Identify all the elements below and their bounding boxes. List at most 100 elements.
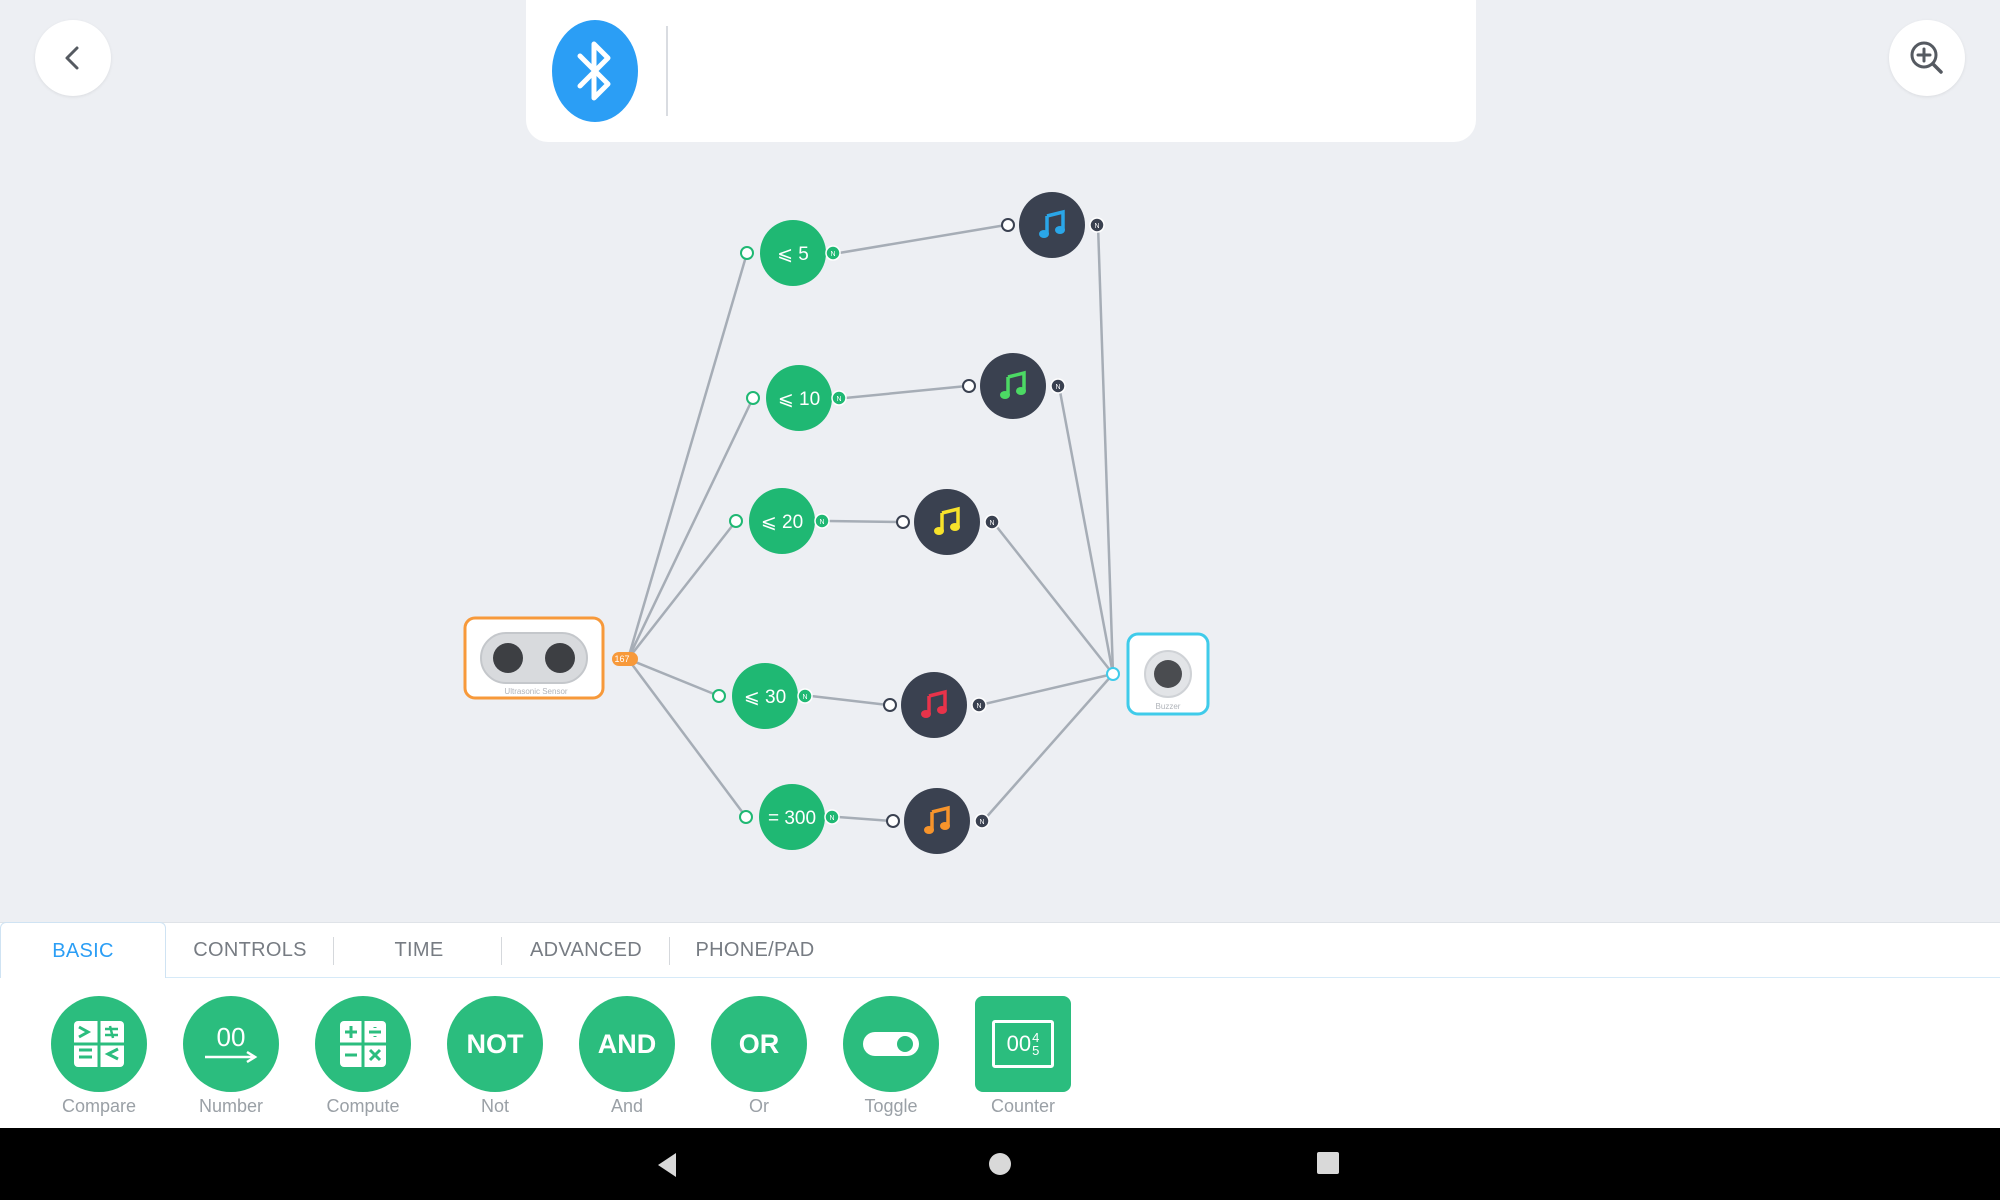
play-note-node[interactable]: N: [896, 489, 1000, 555]
port-label: N: [830, 251, 835, 258]
toggle-icon: [843, 996, 939, 1092]
toggle-label: Toggle: [864, 1096, 918, 1116]
and-block[interactable]: AND And: [577, 996, 677, 1117]
sensor-output-port[interactable]: [612, 652, 638, 666]
compare-label: Compare: [61, 1096, 137, 1116]
play-note-node-body: [904, 788, 970, 854]
or-label: Or: [749, 1096, 769, 1116]
port-label: N: [1094, 223, 1099, 230]
zoom-in-icon: [1910, 41, 1943, 74]
bluetooth-button[interactable]: [552, 20, 638, 122]
compare-node[interactable]: ⩽ 5 N: [740, 220, 841, 286]
not-label: Not: [480, 1096, 509, 1116]
compare-output-port[interactable]: [824, 809, 840, 825]
port-label: N: [829, 815, 834, 822]
wire-compare-to-note: [810, 694, 889, 707]
note-output-port[interactable]: [974, 813, 990, 829]
nav-recents-icon[interactable]: [1315, 1150, 1341, 1176]
tab-separator: [501, 937, 502, 965]
music-note-icon: [1039, 209, 1065, 238]
compare-output-port[interactable]: [831, 390, 847, 406]
note-output-port[interactable]: [971, 697, 987, 713]
note-output-port[interactable]: [1089, 217, 1105, 233]
compare-input-port[interactable]: [746, 391, 760, 405]
toggle-block[interactable]: Toggle: [841, 996, 941, 1117]
buzzer-label: Buzzer: [1156, 702, 1181, 711]
play-note-node[interactable]: N: [1001, 192, 1105, 258]
compare-node[interactable]: ⩽ 30 N: [712, 663, 813, 729]
music-note-icon: [924, 805, 950, 834]
counter-glyph-b: 4: [1032, 1030, 1040, 1045]
counter-block[interactable]: 00 4 5 Counter: [973, 996, 1073, 1117]
compare-input-port[interactable]: [740, 246, 754, 260]
compute-block[interactable]: Compute: [313, 996, 413, 1117]
tab-phone-pad[interactable]: PHONE/PAD: [695, 938, 815, 961]
note-input-port[interactable]: [896, 515, 910, 529]
wire-note-to-buzzer: [1057, 385, 1115, 675]
wire-sensor-to-compare: [626, 658, 748, 818]
note-output-port[interactable]: [984, 514, 1000, 530]
note-input-port[interactable]: [886, 814, 900, 828]
compare-node-body: [732, 663, 798, 729]
compare-input-port[interactable]: [739, 810, 753, 824]
ultrasonic-sensor-node[interactable]: Ultrasonic Sensor 167: [463, 616, 638, 700]
wire-sensor-to-compare: [627, 520, 737, 660]
wires: [626, 223, 1115, 823]
port-label: N: [836, 396, 841, 403]
counter-label: Counter: [990, 1096, 1056, 1116]
compare-output-port[interactable]: [825, 245, 841, 261]
port-label: N: [979, 819, 984, 826]
system-navigation-bar: [0, 1128, 2000, 1200]
and-icon: AND: [579, 996, 675, 1092]
compare-input-port[interactable]: [729, 514, 743, 528]
wire-note-to-buzzer: [992, 521, 1114, 675]
port-label: N: [802, 694, 807, 701]
not-block[interactable]: NOT Not: [445, 996, 545, 1117]
zoom-in-button[interactable]: [1889, 20, 1965, 96]
play-note-node[interactable]: N: [883, 672, 987, 738]
tab-time[interactable]: TIME: [394, 938, 444, 961]
port-label: N: [819, 519, 824, 526]
compare-input-port[interactable]: [712, 689, 726, 703]
play-note-node-body: [914, 489, 980, 555]
number-block[interactable]: 00 Number: [181, 996, 281, 1117]
compare-node-body: [760, 220, 826, 286]
nav-back-icon[interactable]: [652, 1150, 682, 1180]
nav-home-icon[interactable]: [986, 1150, 1014, 1178]
tab-controls[interactable]: CONTROLS: [193, 938, 307, 961]
play-note-node[interactable]: N: [886, 788, 990, 854]
wire-compare-to-note: [838, 223, 1007, 255]
and-label: And: [610, 1096, 644, 1116]
play-note-node-body: [1019, 192, 1085, 258]
back-button[interactable]: [35, 20, 111, 96]
note-output-port[interactable]: [1050, 378, 1066, 394]
device-connection-bar: [526, 0, 1476, 142]
play-note-node[interactable]: N: [962, 353, 1066, 419]
play-note-node-body: [901, 672, 967, 738]
compare-output-port[interactable]: [797, 688, 813, 704]
compare-output-port[interactable]: [814, 513, 830, 529]
compare-block[interactable]: Compare: [49, 996, 149, 1117]
buzzer-input-port[interactable]: [1106, 667, 1120, 681]
note-input-port[interactable]: [962, 379, 976, 393]
sensor-label: Ultrasonic Sensor: [504, 687, 567, 696]
tab-basic[interactable]: BASIC: [0, 922, 166, 979]
wire-sensor-to-compare: [626, 252, 749, 660]
note-input-port[interactable]: [1001, 218, 1015, 232]
number-glyph: 00: [216, 1022, 246, 1052]
buzzer-speaker: [1154, 660, 1182, 688]
note-input-port[interactable]: [883, 698, 897, 712]
tab-advanced[interactable]: ADVANCED: [529, 938, 643, 961]
music-note-icon: [921, 689, 947, 718]
compare-node-label: ⩽ 30: [744, 687, 786, 708]
compare-node-label: ⩽ 5: [777, 244, 809, 265]
buzzer-node[interactable]: Buzzer: [1106, 632, 1210, 716]
or-icon: OR: [711, 996, 807, 1092]
or-block[interactable]: OR Or: [709, 996, 809, 1117]
